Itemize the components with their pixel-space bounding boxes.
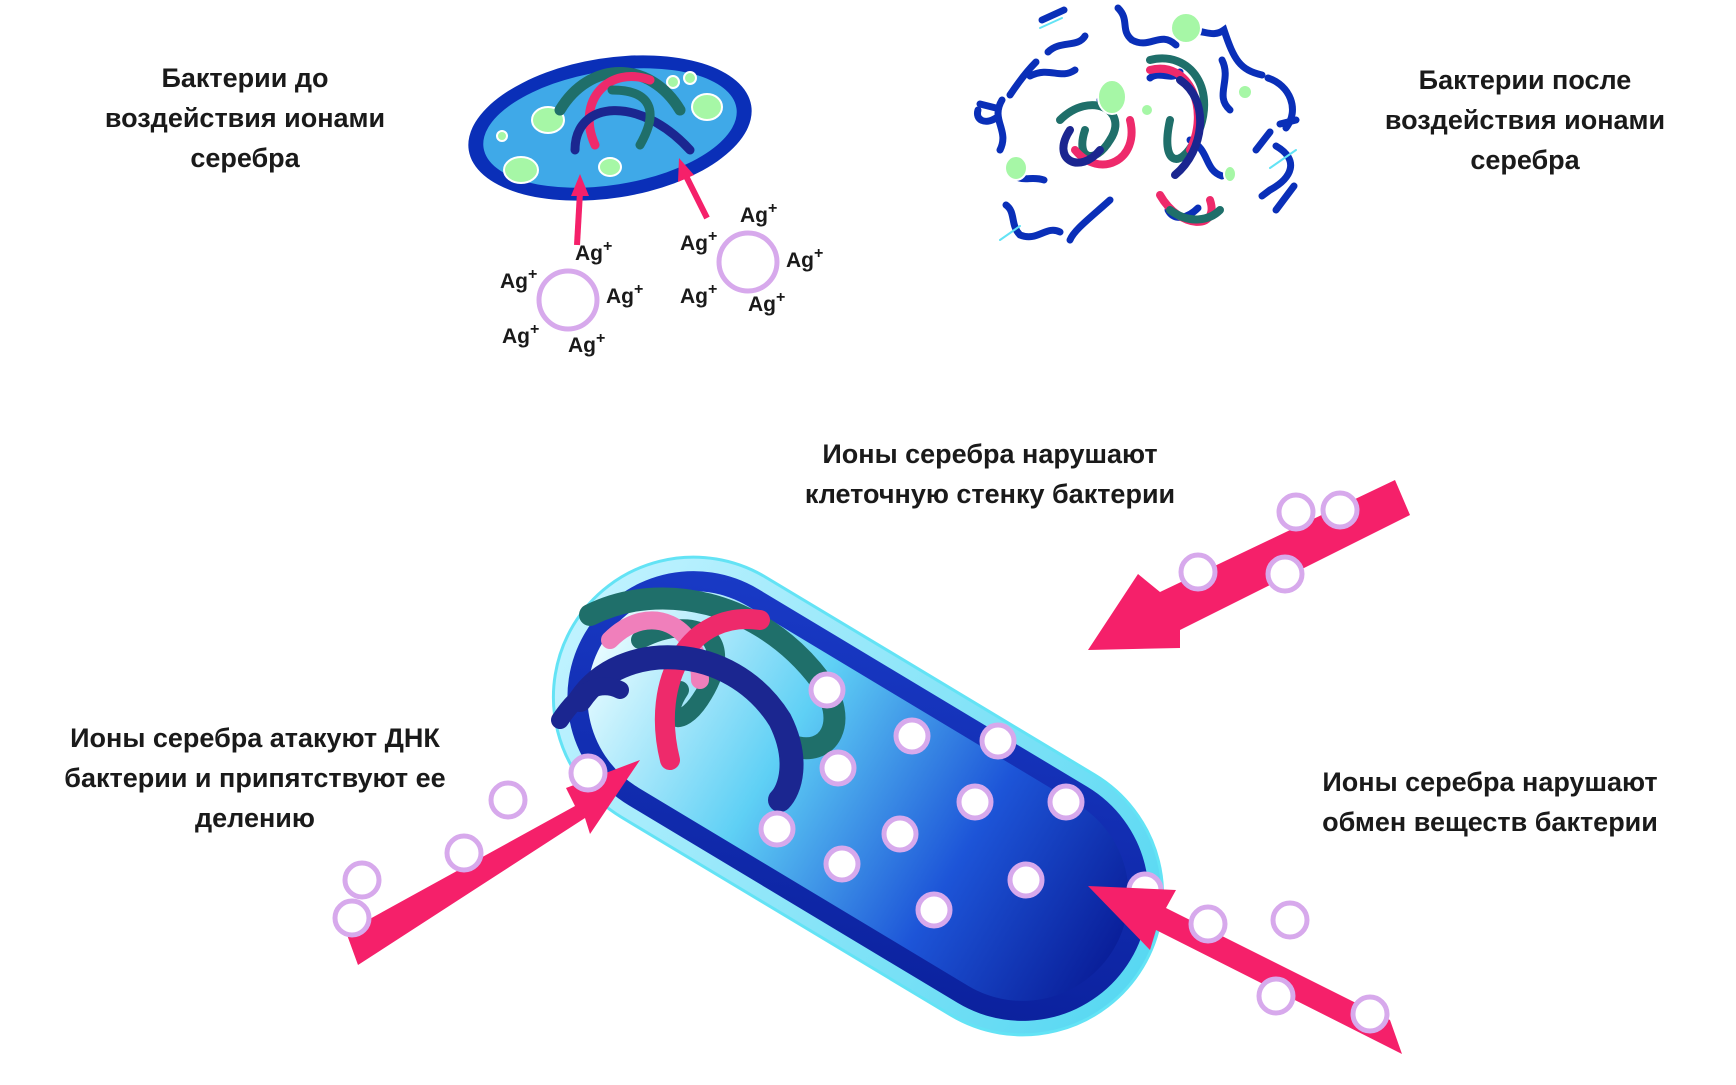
silver-ion: [893, 717, 931, 755]
ag-ion-label: Ag+: [500, 266, 537, 293]
vesicles: [496, 71, 723, 184]
silver-ion: [1320, 490, 1360, 530]
rod-bacterium: [551, 555, 1165, 1037]
dna-strands: [554, 67, 695, 155]
silver-particle-cluster-right: [716, 230, 780, 294]
silver-ion: [1256, 976, 1296, 1016]
ag-ion-label: Ag+: [748, 289, 785, 316]
ag-ion-label: Ag+: [575, 238, 612, 265]
silver-ion: [1276, 492, 1316, 532]
ag-ion-label: Ag+: [680, 228, 717, 255]
ag-ion-label: Ag+: [606, 281, 643, 308]
silver-ion: [915, 891, 953, 929]
ag-ion-label: Ag+: [786, 245, 823, 272]
silver-ion: [568, 753, 608, 793]
silver-ion: [979, 722, 1017, 760]
silver-ion: [823, 845, 861, 883]
silver-ion: [1007, 861, 1045, 899]
ion-arrows: [571, 158, 710, 246]
silver-ion: [808, 671, 846, 709]
silver-ion: [1265, 554, 1305, 594]
intracellular-silver-ions: [758, 671, 1164, 929]
silver-ion: [444, 833, 484, 873]
arrow-metabolism: [1088, 886, 1402, 1054]
ag-ion-label: Ag+: [568, 330, 605, 357]
silver-ion: [332, 898, 372, 938]
silver-ion: [819, 749, 857, 787]
silver-ion: [1270, 900, 1310, 940]
silver-ion: [488, 780, 528, 820]
silver-ion: [1047, 783, 1085, 821]
destroyed-bacterium: [974, 4, 1300, 244]
ag-ion-label: Ag+: [680, 281, 717, 308]
silver-ion: [1350, 994, 1390, 1034]
silver-ion: [881, 815, 919, 853]
silver-ion: [342, 860, 382, 900]
ag-ion-label: Ag+: [502, 321, 539, 348]
silver-ion: [1178, 552, 1218, 592]
silver-ion: [758, 810, 796, 848]
intact-bacterium: Ag+Ag+Ag+Ag+Ag+Ag+Ag+Ag+Ag+Ag+: [468, 55, 823, 357]
extracellular-silver-ions: [332, 490, 1390, 1034]
rod-dna: [551, 587, 846, 812]
arrow-dna: [346, 760, 640, 965]
silver-ion: [1188, 904, 1228, 944]
ag-ion-label: Ag+: [740, 200, 777, 227]
silver-particle-cluster-left: [536, 268, 600, 332]
silver-ion: [956, 783, 994, 821]
